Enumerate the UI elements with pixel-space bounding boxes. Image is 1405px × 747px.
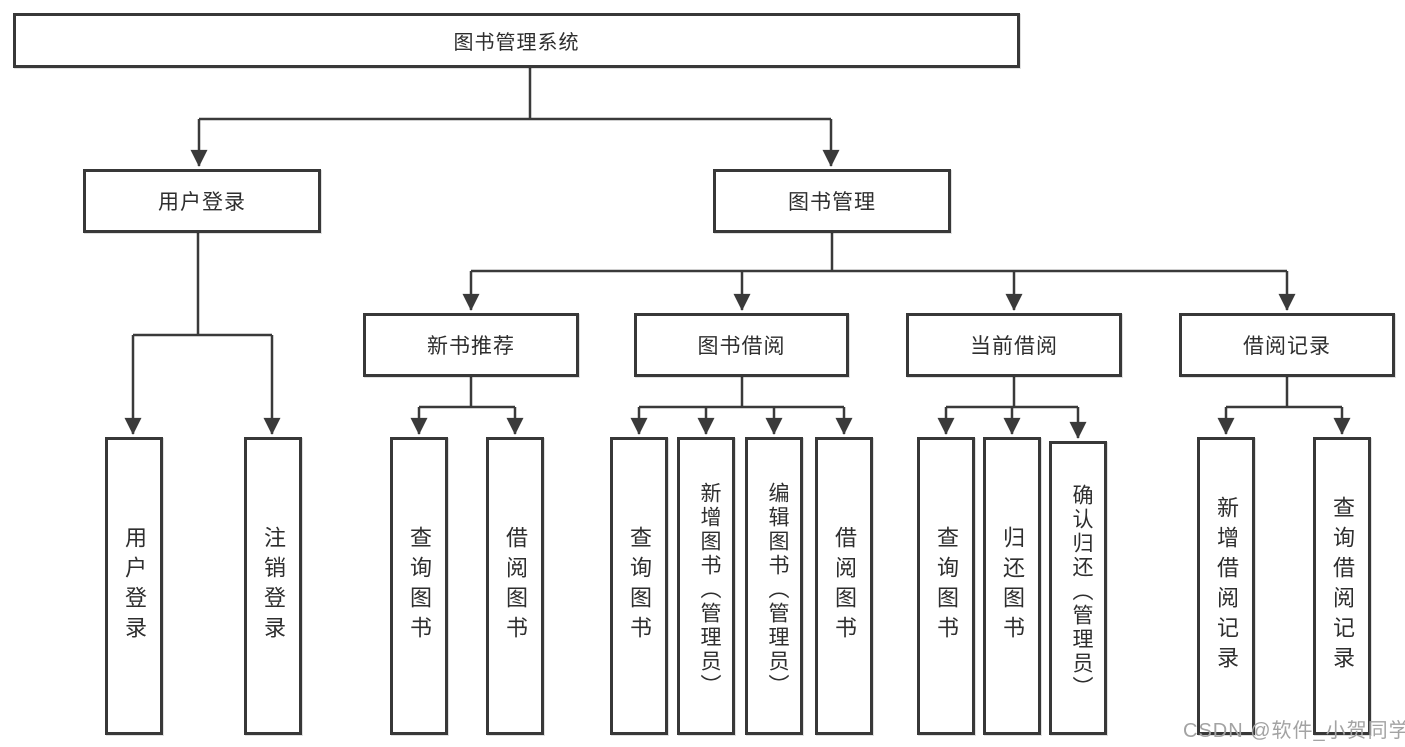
leaf-br-add-record: 新增借阅记录 [1197,437,1255,735]
leaf-bb-edit-books-admin: 编辑图书（管理员） [745,437,803,735]
node-current-borrowing: 当前借阅 [906,313,1122,377]
leaf-bb-borrow-books-label: 借阅图书 [832,526,857,646]
leaf-rec-borrow-books: 借阅图书 [486,437,544,735]
node-new-book-recommendation: 新书推荐 [363,313,579,377]
leaf-cb-return-books: 归还图书 [983,437,1041,735]
leaf-bb-add-books-admin: 新增图书（管理员） [677,437,735,735]
node-root-system: 图书管理系统 [13,13,1020,68]
leaf-cb-query-books: 查询图书 [917,437,975,735]
leaf-logout: 注销登录 [244,437,302,735]
leaf-cb-confirm-return-admin: 确认归还（管理员） [1049,441,1107,735]
node-borrowing-records: 借阅记录 [1179,313,1395,377]
leaf-rec-borrow-books-label: 借阅图书 [503,526,528,646]
leaf-rec-query-books-label: 查询图书 [407,526,432,646]
leaf-bb-query-books-label: 查询图书 [627,526,652,646]
csdn-watermark: CSDN @软件_小贺同学 [1183,720,1405,742]
node-book-management: 图书管理 [713,169,951,233]
leaf-rec-query-books: 查询图书 [390,437,448,735]
leaf-user-login: 用户登录 [105,437,163,735]
leaf-bb-borrow-books: 借阅图书 [815,437,873,735]
leaf-user-login-label: 用户登录 [122,526,147,646]
leaf-cb-return-books-label: 归还图书 [1000,526,1025,646]
node-book-borrowing: 图书借阅 [634,313,849,377]
leaf-br-query-record: 查询借阅记录 [1313,437,1371,735]
leaf-bb-query-books: 查询图书 [610,437,668,735]
leaf-bb-edit-books-admin-label: 编辑图书（管理员） [766,482,789,698]
leaf-br-add-record-label: 新增借阅记录 [1214,496,1239,676]
leaf-cb-confirm-return-admin-label: 确认归还（管理员） [1070,484,1093,700]
leaf-bb-add-books-admin-label: 新增图书（管理员） [698,482,721,698]
node-user-login: 用户登录 [83,169,321,233]
leaf-logout-label: 注销登录 [261,526,286,646]
leaf-br-query-record-label: 查询借阅记录 [1330,496,1355,676]
leaf-cb-query-books-label: 查询图书 [934,526,959,646]
